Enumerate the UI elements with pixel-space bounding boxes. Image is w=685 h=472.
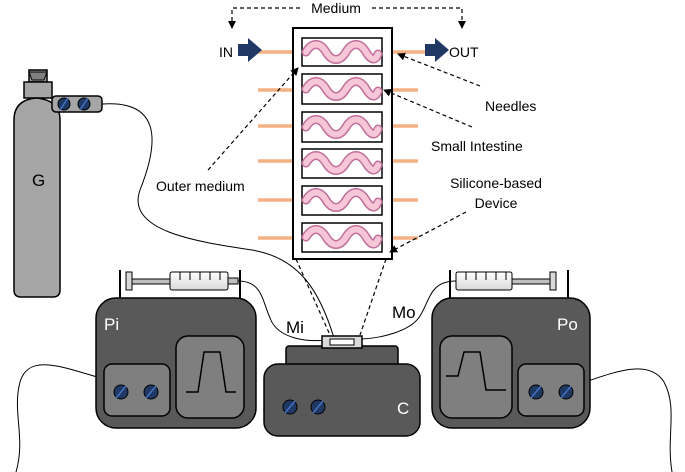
controller-label: C [397, 399, 409, 418]
outer-medium-label: Outer medium [156, 178, 245, 194]
small-intestine-label: Small Intestine [431, 138, 523, 154]
gas-cylinder [13, 69, 103, 298]
controller [263, 335, 421, 437]
pump-in [95, 297, 257, 429]
out-arrow-icon [425, 38, 449, 62]
medium-flow-arrows [228, 7, 466, 29]
syringe-left [119, 270, 241, 300]
pump-in-waveform-icon [186, 351, 236, 393]
pump-out-waveform-icon [446, 351, 506, 391]
medium-label: Medium [311, 0, 361, 16]
small-intestine-samples [301, 40, 383, 249]
in-arrow-icon [238, 38, 262, 62]
in-label: IN [219, 44, 233, 60]
tubing [15, 103, 673, 472]
out-label: OUT [449, 44, 479, 60]
pump-in-knobs-icon [113, 384, 159, 400]
syringe-right [449, 270, 569, 300]
device-label-line2: Device [475, 195, 518, 211]
annotation-pointers [207, 52, 481, 336]
controller-knobs-icon [282, 399, 326, 415]
pump-out-label: Po [557, 315, 578, 334]
pump-out-knobs-icon [528, 384, 574, 400]
medium-in-label: Mi [286, 318, 304, 337]
pump-in-label: Pi [104, 315, 119, 334]
pump-out [431, 297, 591, 429]
device-label-line1: Silicone-based [450, 175, 542, 191]
gas-label: G [32, 171, 45, 190]
gas-valve-icon [28, 71, 91, 111]
needles-label: Needles [485, 98, 536, 114]
medium-out-label: Mo [392, 303, 416, 322]
